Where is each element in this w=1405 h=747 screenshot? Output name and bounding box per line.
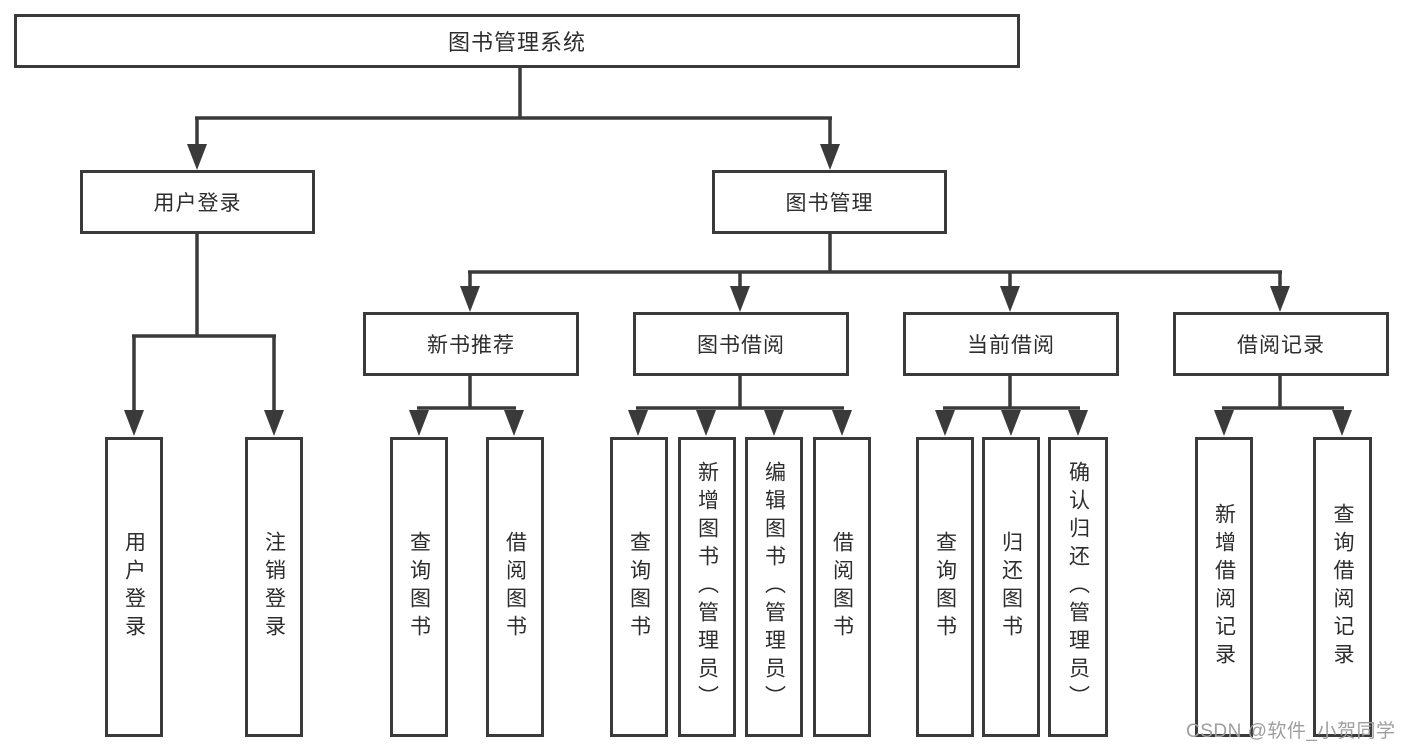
connector-new-book-group: [417, 374, 516, 410]
connector-borrow-record-group: [1222, 374, 1344, 410]
node-borrowing-records: 借阅记录: [1173, 312, 1389, 376]
leaf-query-books-current: 查询图书: [916, 437, 974, 737]
node-new-book-recommendation-label: 新书推荐: [427, 334, 515, 357]
leaf-add-books-admin: 新增图书（管理员）: [678, 437, 736, 737]
leaf-query-books-current-label: 查询图书: [933, 531, 957, 643]
node-current-borrowing: 当前借阅: [903, 312, 1119, 376]
leaf-query-books-recommend-label: 查询图书: [407, 531, 431, 643]
node-book-borrowing-label: 图书借阅: [697, 334, 785, 357]
connector-book-borrow-group: [636, 374, 844, 410]
node-book-borrowing: 图书借阅: [633, 312, 849, 376]
node-book-management: 图书管理: [712, 170, 947, 234]
leaf-borrow-books: 借阅图书: [813, 437, 871, 737]
node-current-borrowing-label: 当前借阅: [967, 334, 1055, 357]
leaf-add-borrow-record: 新增借阅记录: [1195, 437, 1253, 737]
leaf-borrow-books-recommend-label: 借阅图书: [503, 531, 527, 643]
leaf-logout: 注销登录: [245, 437, 303, 737]
leaf-logout-label: 注销登录: [262, 531, 286, 643]
leaf-add-borrow-record-label: 新增借阅记录: [1212, 503, 1236, 671]
leaf-user-login: 用户登录: [105, 437, 163, 737]
node-new-book-recommendation: 新书推荐: [363, 312, 579, 376]
leaf-borrow-books-recommend: 借阅图书: [486, 437, 544, 737]
node-root-system: 图书管理系统: [14, 14, 1020, 68]
node-user-login-label: 用户登录: [153, 192, 242, 215]
leaf-borrow-books-label: 借阅图书: [830, 531, 854, 643]
connector-book-mgmt-to-level3: [468, 232, 1282, 288]
leaf-confirm-return-admin: 确认归还（管理员）: [1048, 437, 1108, 737]
node-root-system-label: 图书管理系统: [447, 30, 586, 55]
arrowheads: [124, 144, 1352, 436]
connector-root-to-level2: [195, 66, 832, 146]
leaf-return-books: 归还图书: [982, 437, 1040, 737]
leaf-edit-books-admin: 编辑图书（管理员）: [745, 437, 803, 737]
leaf-query-borrow-record-label: 查询借阅记录: [1331, 503, 1355, 671]
node-user-login: 用户登录: [80, 170, 315, 234]
node-book-management-label: 图书管理: [785, 192, 874, 215]
node-borrowing-records-label: 借阅记录: [1237, 334, 1325, 357]
leaf-query-borrow-record: 查询借阅记录: [1313, 437, 1372, 737]
csdn-watermark: CSDN @软件_小贺同学: [1186, 721, 1396, 742]
leaf-return-books-label: 归还图书: [999, 531, 1023, 643]
leaf-user-login-label: 用户登录: [122, 531, 146, 643]
leaf-confirm-return-admin-label: 确认归还（管理员）: [1066, 461, 1090, 713]
connector-user-login-to-children: [132, 232, 276, 412]
connector-current-borrow-group: [943, 374, 1080, 410]
leaf-query-books-recommend: 查询图书: [390, 437, 448, 737]
leaf-query-books-borrowing-label: 查询图书: [627, 531, 651, 643]
leaf-add-books-admin-label: 新增图书（管理员）: [695, 461, 719, 713]
leaf-edit-books-admin-label: 编辑图书（管理员）: [762, 461, 786, 713]
leaf-query-books-borrowing: 查询图书: [610, 437, 668, 737]
